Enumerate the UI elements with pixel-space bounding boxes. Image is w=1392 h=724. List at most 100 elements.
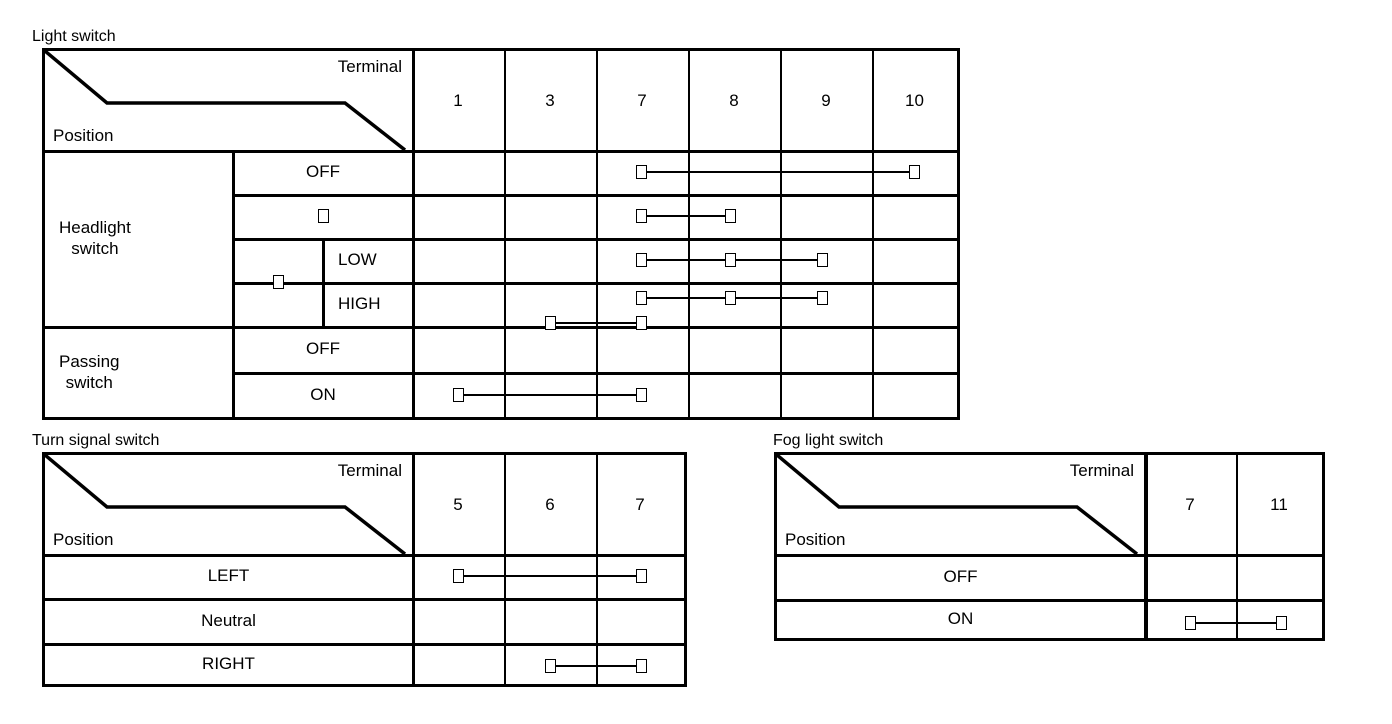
continuity-point-5 — [453, 569, 464, 583]
header-rule — [45, 554, 684, 557]
position-label: Position — [785, 530, 846, 549]
row-label-headlight-high: HIGH — [338, 294, 381, 313]
column-rule — [412, 51, 415, 417]
column-rule — [412, 455, 415, 684]
continuity-point-7 — [636, 659, 647, 673]
row-label-off: OFF — [943, 566, 978, 586]
terminal-label: Terminal — [337, 461, 402, 480]
continuity-line — [647, 259, 828, 261]
lamp-icon — [272, 275, 284, 289]
continuity-point-7 — [636, 253, 647, 267]
position-label: Position — [53, 126, 114, 145]
fog-light-corner-header: Terminal Position — [777, 455, 1144, 554]
column-rule — [596, 455, 598, 684]
light-switch-table: Terminal Position 1 3 7 8 9 10 Headlight… — [42, 48, 960, 420]
fog-light-switch-table: Terminal Position 7 11 OFF ON — [774, 452, 1325, 641]
sub-label-rule — [322, 238, 325, 326]
continuity-point-7 — [636, 316, 647, 330]
column-header-7: 7 — [635, 494, 645, 514]
row-rule — [232, 372, 957, 375]
row-rule — [777, 599, 1322, 602]
column-rule — [688, 51, 690, 417]
column-rule — [1144, 455, 1148, 638]
column-rule — [1236, 455, 1238, 638]
continuity-point-8 — [725, 253, 736, 267]
light-switch-corner-header: Terminal Position — [45, 51, 412, 150]
continuity-line — [647, 215, 736, 217]
continuity-point-8 — [725, 209, 736, 223]
continuity-point-11 — [1276, 616, 1287, 630]
row-label-passing-on: ON — [310, 384, 336, 404]
header-rule — [777, 554, 1322, 557]
corner-diagonal-icon — [45, 455, 407, 554]
continuity-line — [464, 394, 647, 396]
turn-signal-switch-caption: Turn signal switch — [32, 432, 160, 449]
continuity-point-7 — [636, 569, 647, 583]
terminal-label: Terminal — [1069, 461, 1134, 480]
row-rule — [232, 194, 957, 197]
column-header-9: 9 — [821, 90, 831, 110]
column-header-1: 1 — [453, 90, 463, 110]
column-rule — [596, 51, 598, 417]
continuity-point-7 — [1185, 616, 1196, 630]
row-label-headlight-off: OFF — [306, 162, 340, 181]
corner-diagonal-icon — [45, 51, 407, 150]
row-rule — [232, 238, 957, 241]
continuity-line — [556, 322, 647, 324]
row-label-headlight-low: LOW — [338, 250, 377, 269]
row-label-right: RIGHT — [202, 653, 255, 673]
continuity-point-7 — [636, 165, 647, 179]
group-rule — [45, 326, 957, 329]
continuity-line — [464, 575, 647, 577]
column-rule — [780, 51, 782, 417]
group-label-rule — [232, 150, 235, 417]
row-rule — [45, 598, 684, 601]
continuity-point-7 — [636, 291, 647, 305]
turn-signal-switch-table: Terminal Position 5 6 7 LEFT Neutral RIG… — [42, 452, 687, 687]
column-header-6: 6 — [545, 494, 555, 514]
continuity-line — [647, 171, 920, 173]
continuity-point-1 — [453, 388, 464, 402]
continuity-line — [647, 297, 828, 299]
continuity-point-7 — [636, 388, 647, 402]
continuity-point-10 — [909, 165, 920, 179]
light-switch-caption: Light switch — [32, 28, 116, 45]
row-label-headlight-position — [234, 194, 412, 238]
continuity-point-3 — [545, 316, 556, 330]
continuity-point-9 — [817, 253, 828, 267]
column-header-10: 10 — [905, 90, 924, 110]
column-rule — [504, 455, 506, 684]
continuity-point-8 — [725, 291, 736, 305]
column-header-7: 7 — [637, 90, 647, 110]
continuity-point-6 — [545, 659, 556, 673]
continuity-point-7 — [636, 209, 647, 223]
continuity-line — [556, 665, 647, 667]
row-label-passing-off: OFF — [306, 339, 340, 358]
continuity-line — [1196, 622, 1287, 624]
column-header-7: 7 — [1185, 494, 1195, 514]
lamp-icon — [317, 209, 329, 223]
row-rule — [45, 643, 684, 646]
row-label-left: LEFT — [207, 566, 250, 585]
row-label-neutral: Neutral — [201, 610, 256, 630]
column-rule — [872, 51, 874, 417]
column-header-8: 8 — [729, 90, 739, 110]
column-header-3: 3 — [545, 90, 555, 110]
row-label-on: ON — [947, 608, 974, 628]
row-label-headlight-lamp — [234, 238, 322, 326]
turn-signal-corner-header: Terminal Position — [45, 455, 412, 554]
row-rule — [232, 282, 957, 285]
corner-diagonal-icon — [777, 455, 1139, 554]
position-label: Position — [53, 530, 114, 549]
column-header-11: 11 — [1270, 494, 1288, 514]
terminal-label: Terminal — [337, 57, 402, 76]
column-rule — [504, 51, 506, 417]
column-header-5: 5 — [453, 494, 463, 514]
continuity-point-9 — [817, 291, 828, 305]
fog-light-switch-caption: Fog light switch — [773, 432, 884, 449]
header-rule — [45, 150, 957, 153]
